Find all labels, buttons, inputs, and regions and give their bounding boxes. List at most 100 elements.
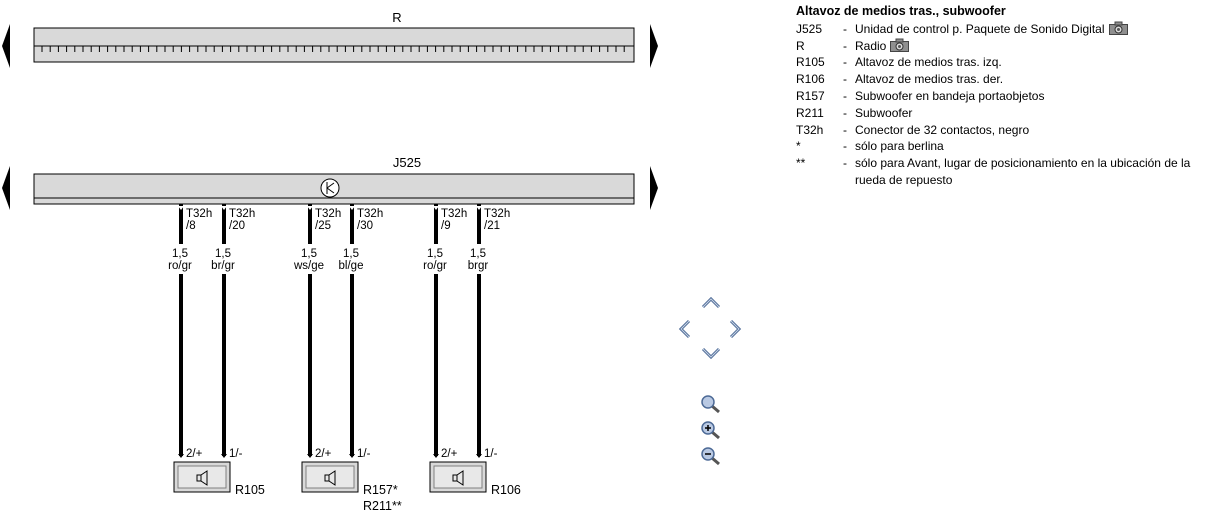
legend-item-description: Altavoz de medios tras. izq. <box>855 55 1002 70</box>
scroll-right-arrow-icon[interactable] <box>650 166 658 210</box>
legend-item-description: Unidad de control p. Paquete de Sonido D… <box>855 21 1105 36</box>
legend-item-code: T32h <box>796 122 824 137</box>
legend-item: R106 -Altavoz de medios tras. der. <box>796 71 1221 88</box>
wire[interactable] <box>221 204 227 458</box>
scroll-right-arrow-icon[interactable] <box>650 24 658 68</box>
legend-item-dash: - <box>843 21 847 36</box>
legend-item: R211 -Subwoofer <box>796 105 1221 122</box>
radio-component[interactable]: R <box>2 10 658 68</box>
legend-item-code: R105 <box>796 55 825 70</box>
pin-connector-label: T32h <box>229 208 255 220</box>
zoom-fit-icon[interactable] <box>700 394 722 414</box>
terminal-label: 2/+ <box>441 448 458 460</box>
radio-bar-ticks <box>41 46 625 52</box>
pan-down-icon[interactable] <box>700 346 722 362</box>
camera-icon[interactable] <box>1108 21 1128 35</box>
speaker-icon <box>452 470 464 486</box>
legend-item: R105 -Altavoz de medios tras. izq. <box>796 54 1221 71</box>
speaker-icon <box>324 470 336 486</box>
wire-size-label: 1,5 <box>172 248 188 260</box>
legend-item-description: Conector de 32 contactos, negro <box>855 122 1030 137</box>
wire-color-label: bl/ge <box>339 260 364 272</box>
legend-item-dash: - <box>843 72 847 87</box>
terminal-label: 1/- <box>484 448 498 460</box>
pin-number-label: /9 <box>441 220 451 232</box>
wire-size-label: 1,5 <box>470 248 486 260</box>
control-unit-label: J525 <box>393 155 421 170</box>
pan-up-icon[interactable] <box>700 294 722 310</box>
speaker-label: R157* <box>363 483 398 497</box>
zoom-out-icon[interactable] <box>700 446 722 466</box>
pin-connector-label: T32h <box>357 208 383 220</box>
legend-item-dash: - <box>843 88 847 103</box>
radio-bar <box>33 27 635 63</box>
wire-color-label: ws/ge <box>293 260 324 272</box>
legend-item: * -sólo para berlina <box>796 138 1221 155</box>
pin-connector-label: T32h <box>441 208 467 220</box>
pin-number-label: /25 <box>315 220 331 232</box>
wire[interactable] <box>307 204 313 458</box>
wire-color-label: br/gr <box>211 260 235 272</box>
speaker-component[interactable]: R105 <box>173 461 265 497</box>
legend-item: T32h-Conector de 32 contactos, negro <box>796 122 1221 139</box>
scroll-left-arrow-icon[interactable] <box>2 24 10 68</box>
legend-item-description: Radio <box>855 38 887 53</box>
wire-size-label: 1,5 <box>215 248 231 260</box>
wire-color-label: brgr <box>468 260 489 272</box>
wire[interactable] <box>349 204 355 458</box>
wire-color-label: ro/gr <box>423 260 447 272</box>
legend-item-code: R106 <box>796 72 825 87</box>
camera-icon[interactable] <box>890 38 910 52</box>
speaker-component[interactable]: R106 <box>429 461 521 497</box>
legend-item-code: ** <box>796 156 806 171</box>
legend-item-description: sólo para Avant, lugar de posicionamient… <box>855 156 1191 187</box>
legend-item-dash: - <box>843 55 847 70</box>
pan-left-icon[interactable] <box>676 318 692 340</box>
legend-item-description: Altavoz de medios tras. der. <box>855 72 1004 87</box>
legend-item-dash: - <box>843 38 847 53</box>
wire-size-label: 1,5 <box>301 248 317 260</box>
speaker-label: R105 <box>235 483 265 497</box>
legend-item-dash: - <box>843 105 847 120</box>
legend-item: **-sólo para Avant, lugar de posicionami… <box>796 155 1221 189</box>
speaker-component[interactable]: R157*R211** <box>301 461 402 513</box>
legend-item-description: Subwoofer en bandeja portaobjetos <box>855 88 1045 103</box>
zoom-in-icon[interactable] <box>700 420 722 440</box>
legend-title: Altavoz de medios tras., subwoofer <box>796 4 1006 18</box>
legend: Altavoz de medios tras., subwoofer J525 -… <box>796 3 1221 189</box>
pin-connector-label: T32h <box>186 208 212 220</box>
pin-connector-label: T32h <box>484 208 510 220</box>
wire[interactable] <box>178 204 184 458</box>
legend-item-description: Subwoofer <box>855 105 913 120</box>
radio-label: R <box>392 10 401 25</box>
wire[interactable] <box>433 204 439 458</box>
legend-item-code: R157 <box>796 88 825 103</box>
terminal-label: 2/+ <box>315 448 332 460</box>
terminal-label: 1/- <box>229 448 243 460</box>
pin-number-label: /20 <box>229 220 245 232</box>
wire-size-label: 1,5 <box>427 248 443 260</box>
legend-item-code: R <box>796 38 805 53</box>
pin-number-label: /30 <box>357 220 373 232</box>
control-unit-component[interactable]: J525 <box>2 155 658 210</box>
speakers: R105 R157*R211** R106 <box>173 461 521 513</box>
legend-item-dash: - <box>843 139 847 154</box>
wire[interactable] <box>476 204 482 458</box>
wiring-diagram: R J525 T32h/81,5ro/gr2/+T32h/201,5br/gr1… <box>2 10 658 513</box>
scroll-left-arrow-icon[interactable] <box>2 166 10 210</box>
pin-connector-label: T32h <box>315 208 341 220</box>
legend-item-code: J525 <box>796 21 823 36</box>
legend-item-code: * <box>796 139 801 154</box>
wire-color-label: ro/gr <box>168 260 192 272</box>
transistor-symbol-icon <box>320 178 340 198</box>
legend-item-description: sólo para berlina <box>855 139 944 154</box>
terminal-label: 2/+ <box>186 448 203 460</box>
legend-item-code: R211 <box>796 105 824 120</box>
speaker-label: R106 <box>491 483 521 497</box>
terminal-label: 1/- <box>357 448 371 460</box>
legend-list: J525-Unidad de control p. Paquete de Son… <box>796 21 1221 189</box>
pan-right-icon[interactable] <box>728 318 744 340</box>
pin-number-label: /8 <box>186 220 196 232</box>
legend-item: R -Radio <box>796 38 1221 55</box>
